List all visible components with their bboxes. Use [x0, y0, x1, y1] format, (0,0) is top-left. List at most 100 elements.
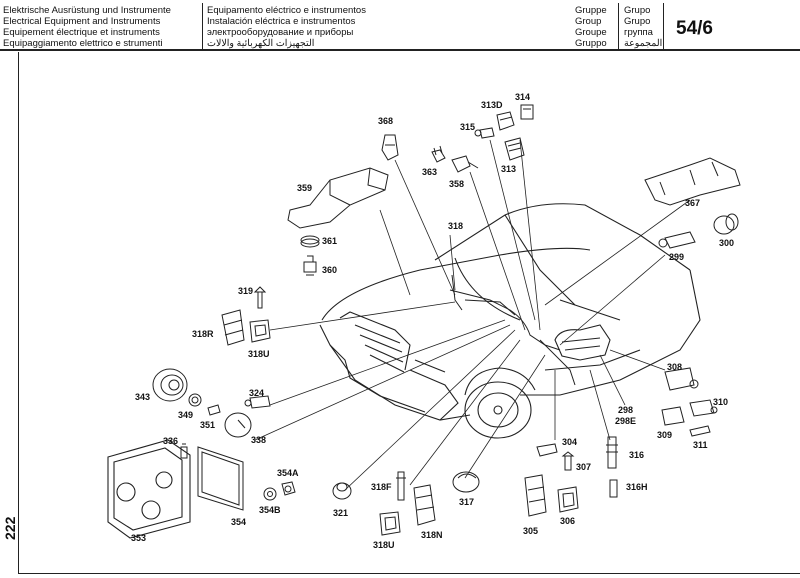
part-358-switch [451, 155, 479, 173]
part-labels: 368 363 358 315 313D 314 313 359 361 360… [131, 92, 734, 550]
label-298: 298 [618, 405, 633, 415]
part-313D-block [496, 111, 515, 131]
label-368: 368 [378, 116, 393, 126]
part-315-bulb [474, 127, 495, 139]
part-363-connector [431, 145, 446, 163]
group-label-de: Gruppe [575, 5, 607, 16]
label-313: 313 [501, 164, 516, 174]
part-310-switch [689, 399, 718, 417]
car-outline [319, 203, 701, 439]
part-316-sender [606, 436, 618, 469]
group-label-es: Grupo [624, 16, 651, 27]
part-318F-pin [396, 471, 406, 501]
label-315: 315 [460, 122, 475, 132]
part-314-relay [520, 104, 534, 120]
title-pt: Equipamento eléctrico e instrumentos [207, 5, 366, 16]
label-324: 324 [249, 388, 264, 398]
part-354B-washer [263, 487, 277, 501]
part-307-sensor [561, 451, 575, 471]
group-number: 54/6 [676, 18, 713, 39]
label-319: 319 [238, 286, 253, 296]
label-318U: 318U [248, 349, 270, 359]
label-318U-lower: 318U [373, 540, 395, 550]
label-299: 299 [669, 252, 684, 262]
part-306-clip [557, 486, 579, 513]
part-338-lamp-holder [224, 412, 252, 438]
label-363: 363 [422, 167, 437, 177]
bottom-rule [18, 573, 800, 574]
part-353-headlamp [107, 439, 191, 539]
title-en: Electrical Equipment and Instruments [3, 16, 161, 27]
part-309-plug [661, 406, 685, 426]
part-368-bracket [381, 134, 399, 161]
part-359-cover [287, 167, 389, 229]
part-336-bulb [180, 443, 188, 459]
title-fr: Equipement électrique et instruments [3, 27, 160, 38]
label-318R: 318R [192, 329, 214, 339]
group-label-pt: Grupo [624, 5, 651, 16]
group-label-en: Group [575, 16, 602, 27]
label-305: 305 [523, 526, 538, 536]
part-299-sensor [658, 231, 696, 249]
label-358: 358 [449, 179, 464, 189]
part-324-socket [244, 395, 271, 409]
label-361: 361 [322, 236, 337, 246]
part-317-lamp [452, 471, 480, 493]
label-321: 321 [333, 508, 348, 518]
label-316H: 316H [626, 482, 648, 492]
header-bottom-rule [0, 49, 800, 51]
part-311-pin [689, 425, 711, 437]
group-label-it: Gruppo [575, 38, 607, 49]
label-354B: 354B [259, 505, 281, 515]
group-label-fr: Groupe [575, 27, 607, 38]
label-313D: 313D [481, 100, 503, 110]
label-343: 343 [135, 392, 150, 402]
label-311: 311 [693, 440, 708, 450]
leader-lines [254, 139, 691, 491]
label-367: 367 [685, 198, 700, 208]
label-300: 300 [719, 238, 734, 248]
label-309: 309 [657, 430, 672, 440]
label-316: 316 [629, 450, 644, 460]
label-338: 338 [251, 435, 266, 445]
part-354A-nut [281, 481, 296, 496]
header-divider [663, 3, 664, 49]
title-ru: электрооборудование и приборы [207, 27, 354, 38]
label-359: 359 [297, 183, 312, 193]
label-307: 307 [576, 462, 591, 472]
label-349: 349 [178, 410, 193, 420]
part-318U-lower-clip [379, 511, 401, 536]
part-318R-holder [221, 309, 245, 346]
label-308: 308 [667, 362, 682, 372]
page-header: Elektrische Ausrüstung und Instrumente E… [0, 0, 800, 52]
header-divider [202, 3, 203, 49]
part-360-bolt [303, 255, 317, 276]
part-321-cap [332, 482, 352, 500]
label-353: 353 [131, 533, 146, 543]
label-354A: 354A [277, 468, 299, 478]
label-336: 336 [163, 436, 178, 446]
title-es: Instalación eléctrica e instrumentos [207, 16, 356, 27]
part-367-cable-channel [644, 157, 741, 206]
title-it: Equipaggiamento elettrico e strumenti [3, 38, 163, 49]
part-319-pin [253, 286, 267, 309]
label-310: 310 [713, 397, 728, 407]
part-349-ring [188, 393, 202, 407]
label-360: 360 [322, 265, 337, 275]
part-354-gasket [197, 446, 244, 511]
title-de: Elektrische Ausrüstung und Instrumente [3, 5, 171, 16]
part-318N-holder [413, 484, 436, 526]
label-306: 306 [560, 516, 575, 526]
part-305-holder [524, 474, 547, 517]
part-351-bulb [207, 404, 221, 416]
label-298E: 298E [615, 416, 636, 426]
header-divider [618, 3, 619, 49]
label-354: 354 [231, 517, 246, 527]
label-318F: 318F [371, 482, 392, 492]
group-label-ar: المجموعة [624, 38, 663, 49]
left-margin-rule [18, 52, 19, 574]
wiring-harness [449, 274, 576, 386]
part-318U-clip [249, 319, 271, 343]
part-316H-sleeve [609, 479, 618, 498]
